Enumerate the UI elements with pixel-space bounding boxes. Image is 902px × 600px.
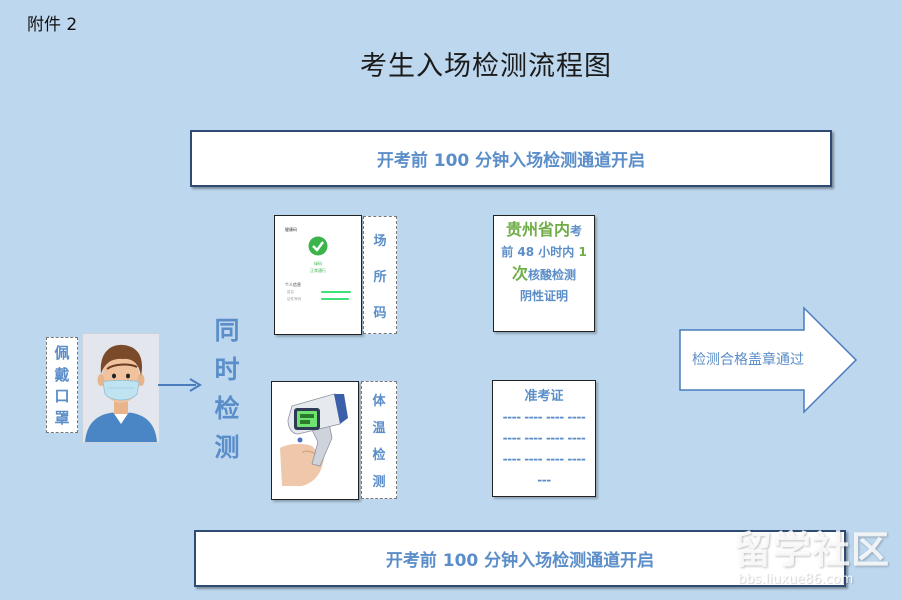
ticket-line: ---- ---- ---- ---- xyxy=(502,452,586,466)
simultaneous-char: 时 xyxy=(214,355,240,385)
mask-label-char: 罩 xyxy=(54,408,70,427)
nucleic-line-2: 前 48 小时内 1 xyxy=(501,245,587,259)
thermometer-illustration xyxy=(271,381,359,500)
venue-code-char: 所 xyxy=(373,269,387,285)
masked-person-illustration xyxy=(82,333,160,443)
thermometer-gun-icon xyxy=(272,382,358,499)
banner-top-text: 开考前 100 分钟入场检测通道开启 xyxy=(376,151,646,171)
pass-arrow-text: 检测合格盖章通过 xyxy=(692,352,804,368)
nucleic-line-1: 贵州省内考 xyxy=(505,220,583,239)
masked-person-icon xyxy=(83,334,159,442)
banner-channel-open-top: 开考前 100 分钟入场检测通道开启 xyxy=(190,130,832,187)
venue-code-char: 码 xyxy=(373,305,387,321)
venue-screen-field: 姓名 xyxy=(287,290,294,294)
banner-bottom-text: 开考前 100 分钟入场检测通道开启 xyxy=(385,551,655,571)
page-title: 考生入场检测流程图 xyxy=(360,51,612,82)
venue-screen-bar xyxy=(321,298,349,300)
venue-code-char: 场 xyxy=(373,233,387,249)
venue-screen-status-note: 正常通行 xyxy=(310,268,326,273)
mask-label: 佩 戴 口 罩 xyxy=(46,337,78,433)
temperature-char: 测 xyxy=(372,475,386,490)
green-check-icon xyxy=(308,236,328,256)
ticket-line: --- xyxy=(537,473,551,487)
temperature-char: 温 xyxy=(372,421,386,436)
arrow-right-icon xyxy=(158,378,202,392)
temperature-check-label: 体 温 检 测 xyxy=(361,381,397,499)
banner-channel-open-bottom: 开考前 100 分钟入场检测通道开启 xyxy=(194,530,846,587)
simultaneous-check-label: 同 时 检 测 xyxy=(205,310,249,465)
venue-screen-status: 绿码 xyxy=(314,261,322,266)
nucleic-line-3: 次核酸检测 xyxy=(511,264,577,283)
nucleic-line-4: 阴性证明 xyxy=(519,289,568,303)
nucleic-test-requirement-box: 贵州省内考 前 48 小时内 1 次核酸检测 阴性证明 xyxy=(493,215,595,332)
mask-label-char: 佩 xyxy=(54,344,70,363)
pass-arrow xyxy=(678,306,860,418)
admission-ticket-box: 准考证 ---- ---- ---- ---- ---- ---- ---- -… xyxy=(492,380,596,497)
mask-label-char: 戴 xyxy=(54,365,70,384)
simultaneous-char: 测 xyxy=(214,432,240,462)
venue-screen-bar xyxy=(321,291,351,293)
simultaneous-char: 同 xyxy=(214,316,240,346)
venue-code-screenshot: 健康码 绿码 正常通行 个人信息 姓名 证件号码 xyxy=(274,215,362,335)
venue-screen-header: 健康码 xyxy=(285,227,297,232)
venue-code-label: 场 所 码 xyxy=(363,216,397,334)
temperature-char: 检 xyxy=(372,448,386,463)
watermark-main: 留学社区 xyxy=(734,528,891,572)
arrow-to-checks xyxy=(156,374,204,400)
simultaneous-char: 检 xyxy=(214,393,240,423)
venue-screen-field: 证件号码 xyxy=(287,297,301,301)
watermark: 留学社区 bbs.liuxue86.com xyxy=(734,528,890,587)
mask-label-char: 口 xyxy=(54,387,70,406)
ticket-line: ---- ---- ---- ---- xyxy=(502,410,586,424)
big-arrow-right-icon xyxy=(679,306,858,414)
attachment-label: 附件 2 xyxy=(27,15,78,35)
ticket-title: 准考证 xyxy=(524,389,564,404)
temperature-char: 体 xyxy=(372,394,386,409)
venue-screen-section: 个人信息 xyxy=(285,282,301,287)
watermark-url: bbs.liuxue86.com xyxy=(738,572,854,587)
ticket-line: ---- ---- ---- ---- xyxy=(502,431,586,445)
